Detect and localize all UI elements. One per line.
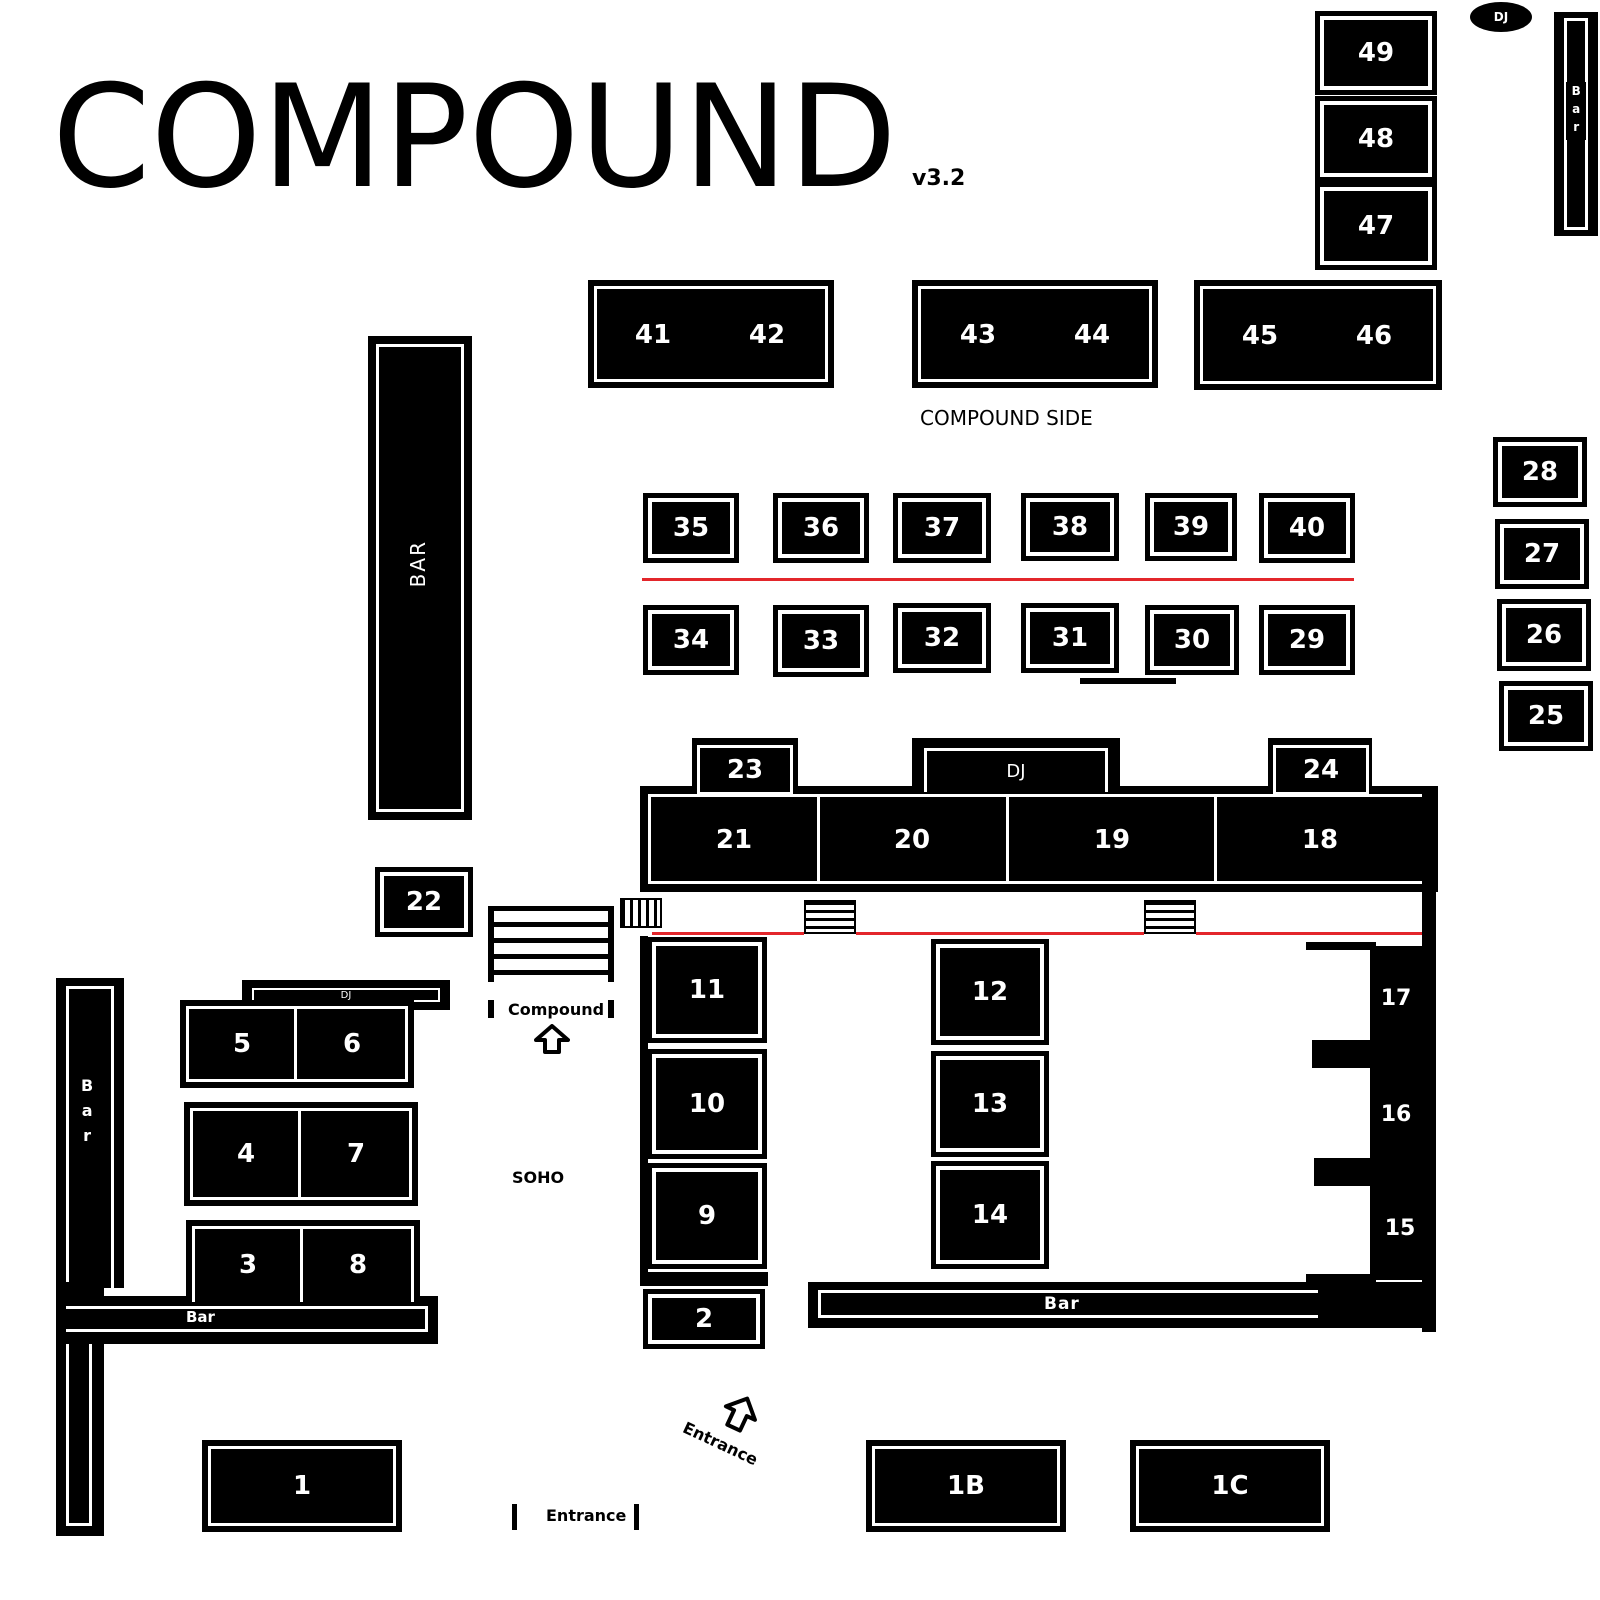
table-5[interactable]: 5 bbox=[192, 1012, 292, 1076]
table-46[interactable]: 46 bbox=[1320, 294, 1428, 378]
table-7[interactable]: 7 bbox=[304, 1114, 408, 1194]
stairs-left bbox=[620, 898, 662, 928]
up-arrow-icon bbox=[534, 1024, 570, 1054]
bench-divider-2 bbox=[1314, 1158, 1376, 1186]
stage-bump-dj bbox=[912, 738, 1120, 792]
table-16[interactable]: 16 bbox=[1376, 1074, 1416, 1154]
compound-arrow-label: Compound bbox=[508, 1000, 605, 1019]
soho-label: SOHO bbox=[512, 1168, 565, 1187]
bar-bottom-label: Bar bbox=[1040, 1296, 1084, 1313]
table-31[interactable]: 31 bbox=[1030, 612, 1110, 664]
entrance-post-right bbox=[634, 1504, 639, 1530]
table-12[interactable]: 12 bbox=[940, 948, 1040, 1036]
table-43[interactable]: 43 bbox=[926, 294, 1030, 376]
main-room-left-base bbox=[640, 1272, 768, 1286]
table-1c[interactable]: 1C bbox=[1150, 1454, 1310, 1518]
group-divider bbox=[300, 1228, 303, 1302]
group-divider bbox=[298, 1110, 301, 1200]
bar-left-label: Bar bbox=[76, 1074, 98, 1153]
table-27[interactable]: 27 bbox=[1504, 528, 1580, 580]
stage-divider bbox=[1214, 796, 1217, 884]
divider-line-top bbox=[642, 578, 1354, 581]
compound-stairs bbox=[488, 906, 614, 982]
table-20[interactable]: 20 bbox=[822, 800, 1002, 880]
table-10[interactable]: 10 bbox=[656, 1058, 758, 1150]
table-45[interactable]: 45 bbox=[1208, 294, 1312, 378]
table-3[interactable]: 3 bbox=[198, 1232, 298, 1298]
table-41[interactable]: 41 bbox=[602, 294, 704, 376]
bench-top-edge bbox=[1306, 942, 1376, 950]
table-1[interactable]: 1 bbox=[222, 1454, 382, 1518]
table-36[interactable]: 36 bbox=[782, 502, 860, 554]
table-26[interactable]: 26 bbox=[1506, 608, 1582, 662]
table-30[interactable]: 30 bbox=[1154, 614, 1230, 666]
table-37[interactable]: 37 bbox=[902, 502, 982, 554]
table-25[interactable]: 25 bbox=[1508, 690, 1584, 742]
stage-divider bbox=[1006, 796, 1009, 884]
table-44[interactable]: 44 bbox=[1038, 294, 1146, 376]
bar-top-right: Bar bbox=[1554, 12, 1598, 236]
bar-bottom bbox=[808, 1282, 1436, 1328]
table-42[interactable]: 42 bbox=[712, 294, 822, 376]
compound-logo: COMPOUND bbox=[52, 72, 897, 197]
table-14[interactable]: 14 bbox=[940, 1170, 1040, 1260]
table-17[interactable]: 17 bbox=[1376, 960, 1416, 1036]
table-9[interactable]: 9 bbox=[656, 1172, 758, 1260]
main-bar bbox=[368, 336, 472, 820]
dj-booth-top-right: DJ bbox=[1470, 2, 1532, 32]
table-32[interactable]: 32 bbox=[902, 612, 982, 664]
table-6[interactable]: 6 bbox=[300, 1012, 404, 1076]
entrance-bottom-label: Entrance bbox=[546, 1506, 627, 1525]
compound-side-label: COMPOUND SIDE bbox=[920, 406, 1093, 430]
table-19[interactable]: 19 bbox=[1012, 800, 1212, 880]
table-49[interactable]: 49 bbox=[1324, 20, 1428, 86]
table-23[interactable]: 23 bbox=[700, 748, 790, 792]
table-13[interactable]: 13 bbox=[940, 1060, 1040, 1148]
table-24[interactable]: 24 bbox=[1276, 748, 1366, 792]
group-divider bbox=[294, 1008, 297, 1082]
divider-line-stage-b bbox=[856, 932, 1144, 935]
compound-doorpost-right bbox=[608, 1000, 614, 1018]
version-label: v3.2 bbox=[912, 166, 966, 191]
bench-divider-1 bbox=[1312, 1040, 1374, 1068]
divider-line-stage-c bbox=[1196, 932, 1424, 935]
table-40[interactable]: 40 bbox=[1268, 502, 1346, 554]
entrance-post-left bbox=[512, 1504, 517, 1530]
table-1b[interactable]: 1B bbox=[886, 1454, 1046, 1518]
table-18[interactable]: 18 bbox=[1220, 800, 1420, 880]
table-48[interactable]: 48 bbox=[1324, 105, 1428, 173]
bench-bottom-edge bbox=[1306, 1274, 1376, 1282]
dj-booth-stage: DJ bbox=[924, 748, 1108, 792]
table-38[interactable]: 38 bbox=[1030, 502, 1110, 552]
table-21[interactable]: 21 bbox=[654, 800, 814, 880]
table-39[interactable]: 39 bbox=[1154, 502, 1228, 552]
main-bar-label-text: BAR bbox=[406, 540, 430, 588]
entrance-arrow-icon bbox=[723, 1396, 757, 1433]
table-47[interactable]: 47 bbox=[1324, 191, 1428, 261]
bar-top-right-label: Bar bbox=[1566, 82, 1586, 140]
stairs-right bbox=[1144, 900, 1196, 934]
table-22[interactable]: 22 bbox=[384, 876, 464, 928]
main-room-left-wall bbox=[640, 936, 648, 1282]
table-29[interactable]: 29 bbox=[1268, 614, 1346, 666]
table-11[interactable]: 11 bbox=[656, 946, 758, 1034]
table-2[interactable]: 2 bbox=[652, 1298, 756, 1340]
table-8[interactable]: 8 bbox=[306, 1232, 410, 1298]
divider-line-stage-a bbox=[652, 932, 804, 935]
stage-divider bbox=[817, 796, 820, 884]
stairs-center bbox=[804, 900, 856, 934]
table-15[interactable]: 15 bbox=[1380, 1190, 1420, 1266]
table-4[interactable]: 4 bbox=[196, 1114, 296, 1194]
step-bar bbox=[1080, 678, 1176, 684]
table-34[interactable]: 34 bbox=[652, 614, 730, 666]
logo-text: COMPOUND bbox=[52, 72, 897, 197]
bar-left-bottom bbox=[56, 1296, 438, 1344]
table-35[interactable]: 35 bbox=[652, 502, 730, 554]
bar-left-bottom-label: Bar bbox=[182, 1310, 219, 1325]
table-33[interactable]: 33 bbox=[782, 614, 860, 668]
table-28[interactable]: 28 bbox=[1502, 446, 1578, 498]
compound-doorpost-left bbox=[488, 1000, 494, 1018]
